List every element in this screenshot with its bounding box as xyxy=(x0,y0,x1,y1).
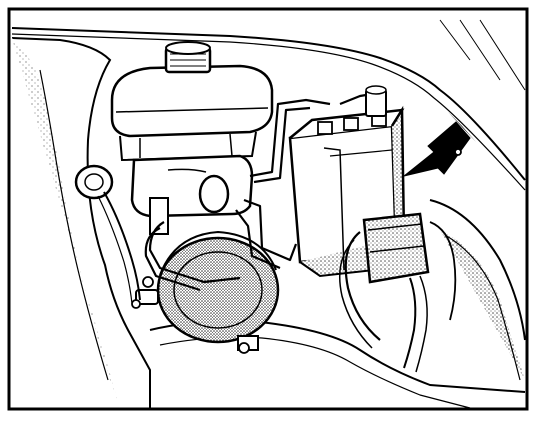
brake-booster-icon xyxy=(135,230,280,351)
fasteners xyxy=(131,148,462,354)
pointer-arrow-icon xyxy=(403,112,476,177)
master-cylinder-icon xyxy=(130,154,254,235)
inner-wing-right xyxy=(11,19,526,381)
grommet-icon xyxy=(74,164,141,305)
wiring-connector-icon xyxy=(339,212,457,373)
figure-frame xyxy=(7,7,529,411)
brake-fluid-reservoir-icon xyxy=(110,41,274,162)
body-panel-left xyxy=(11,37,151,408)
brake-lines xyxy=(144,92,373,292)
